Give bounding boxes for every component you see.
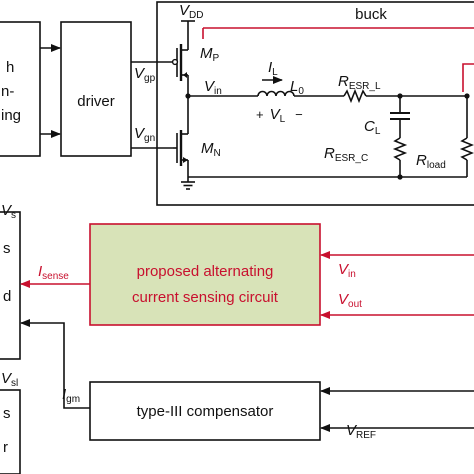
buck-frame [156,1,474,206]
buck-label: buck [355,6,387,23]
cl-label: CL [364,118,381,137]
isense-label: Isense [38,263,69,282]
load-resistor [459,93,474,177]
driver-label: driver [77,93,115,110]
vdd-label: VDD [179,2,203,21]
igm-arrow [20,319,90,409]
switch-block: h n- ing [0,21,41,157]
mn-label: MN [201,140,221,159]
compensator-block: type-III compensator [89,381,321,441]
vref-label: VREF [346,422,376,441]
ground-symbol [181,177,195,190]
igm-label: Igm [62,386,80,405]
logic-block-bottom: s r [0,389,21,474]
sensing-block-line2: current sensing circuit [132,289,279,306]
vgp-label: Vgp [134,65,156,84]
mp-label: MP [200,45,220,64]
rload-label: Rload [416,152,446,171]
l0-label: L0 [290,78,304,97]
compensator-label: type-III compensator [137,403,274,420]
switch-block-line3: ing [1,107,21,124]
vl-label: +VL− [256,106,303,125]
vout-input-label: Vout [338,291,362,310]
vsl-label: Vsl [1,370,18,389]
switch-block-line2: n- [1,83,14,100]
logic-block-top: s d [0,211,21,360]
vout-sense-tap [462,63,474,92]
sensing-block-line1: proposed alternating [137,263,274,280]
logic-block-top-line1: s [3,240,11,257]
sensing-block: proposed alternating current sensing cir… [89,223,321,326]
resr-c-label: RESR_C [324,145,368,164]
logic-block-bottom-line1: s [3,405,11,422]
vin-node-label: Vin [204,78,222,97]
nmos-mn [173,96,189,177]
output-capacitor-branch [390,93,410,180]
inductor-l0 [257,90,295,97]
switch-block-line1: h [6,59,14,76]
vs-label: Vs [1,202,16,221]
vin-input-label: Vin [338,261,356,280]
il-label: IL [268,59,278,78]
logic-block-top-line2: d [3,288,11,305]
vgn-label: Vgn [134,125,155,144]
logic-block-bottom-line2: r [3,439,8,456]
driver-block: driver [60,21,132,157]
resistor-esr-l [343,88,367,104]
pmos-mp [171,42,189,96]
resr-l-label: RESR_L [338,73,381,92]
